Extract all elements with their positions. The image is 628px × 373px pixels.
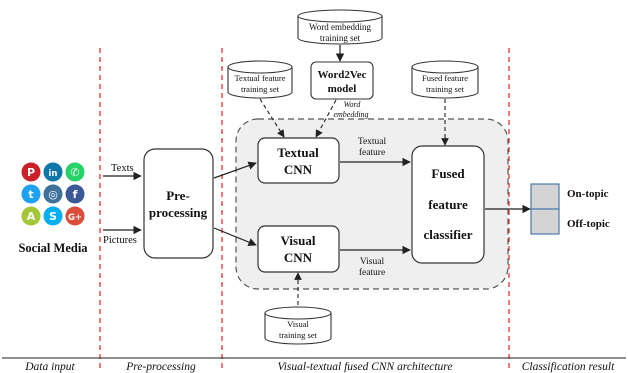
textual-feature-set-label-line1: Textual feature — [234, 73, 285, 83]
visual-set-label-line2: training set — [279, 330, 318, 340]
word2vec-label-line1: Word2Vec — [317, 69, 366, 81]
textual-feature-label-line2: feature — [359, 147, 385, 158]
section-dividers — [99, 48, 510, 372]
word2vec-box — [310, 61, 374, 100]
svg-text:t: t — [28, 188, 33, 201]
android-icon: A — [21, 206, 41, 226]
linkedin-icon: in — [43, 162, 63, 182]
word-embedding-annotation-line1: Word — [344, 100, 362, 109]
textual-cnn-label-line1: Textual — [277, 145, 319, 160]
instagram-icon: ◎ — [43, 184, 63, 204]
word-embedding-label-line2: training set — [320, 33, 361, 43]
facebook-icon: f — [65, 184, 85, 204]
textual-feature-set-label-line2: training set — [241, 84, 280, 94]
visual-cnn-label-line1: Visual — [281, 233, 316, 248]
off-topic-label: Off-topic — [567, 218, 610, 230]
skype-icon: S — [43, 206, 63, 226]
on-topic-box — [530, 183, 560, 210]
fused-classifier-box — [411, 145, 485, 264]
textual-cnn-box — [257, 137, 340, 184]
twitter-icon: t — [21, 184, 41, 204]
preprocessing-label-line1: Pre- — [166, 188, 190, 203]
word-embedding-label-line1: Word embedding — [309, 22, 372, 32]
svg-text:✆: ✆ — [70, 166, 79, 179]
texts-label: Texts — [111, 163, 134, 174]
visual-training-set: Visual training set — [264, 306, 332, 345]
off-topic-box — [530, 208, 560, 235]
visual-cnn-box — [257, 225, 340, 273]
pinterest-icon: P — [21, 162, 41, 182]
preproc-to-textual-arrow — [213, 161, 257, 179]
fused-feature-training-set: Fused feature training set — [411, 60, 479, 99]
word2vec-label-line2: model — [328, 83, 357, 95]
google-plus-icon: G+ — [65, 206, 85, 226]
pictures-label: Pictures — [103, 235, 137, 246]
fused-classifier-label-line1: Fused — [431, 166, 465, 181]
svg-text:◎: ◎ — [48, 188, 58, 201]
textual-feature-training-set: Textual feature training set — [227, 60, 293, 99]
fused-feature-set-label-line2: training set — [426, 84, 465, 94]
word-embedding-training-set: Word embedding training set — [297, 9, 383, 45]
section-label-classification: Classification result — [522, 361, 615, 373]
preprocessing-label-line2: processing — [149, 205, 208, 220]
visual-cnn-label-line2: CNN — [284, 250, 313, 265]
whatsapp-icon: ✆ — [65, 162, 85, 182]
textual-cnn-label-line2: CNN — [284, 162, 313, 177]
word-embedding-annotation-line2: embedding — [333, 110, 368, 119]
svg-text:S: S — [49, 210, 57, 223]
svg-text:in: in — [49, 169, 58, 179]
svg-text:A: A — [27, 210, 36, 223]
word2vec-to-textual-arrow — [315, 99, 337, 138]
social-media-label: Social Media — [18, 241, 88, 255]
section-label-architecture: Visual-textual fused CNN architecture — [278, 361, 453, 373]
fused-feature-set-label-line1: Fused feature — [422, 73, 468, 83]
preproc-to-visual-arrow — [213, 227, 257, 247]
section-label-pre-processing: Pre-processing — [125, 361, 196, 373]
fused-classifier-label-line3: classifier — [423, 227, 472, 242]
svg-text:G+: G+ — [68, 213, 82, 223]
textual-set-to-cnn-arrow — [259, 98, 285, 138]
svg-text:P: P — [27, 166, 35, 179]
visual-feature-label-line1: Visual — [360, 257, 385, 267]
on-topic-label: On-topic — [567, 188, 609, 200]
visual-feature-label-line2: feature — [359, 267, 385, 278]
visual-set-label-line1: Visual — [287, 319, 309, 329]
fused-classifier-label-line2: feature — [428, 197, 468, 212]
section-label-data-input: Data input — [24, 361, 75, 373]
preprocessing-box — [143, 148, 214, 259]
svg-text:f: f — [73, 188, 78, 201]
textual-feature-label-line1: Textual — [358, 137, 387, 147]
